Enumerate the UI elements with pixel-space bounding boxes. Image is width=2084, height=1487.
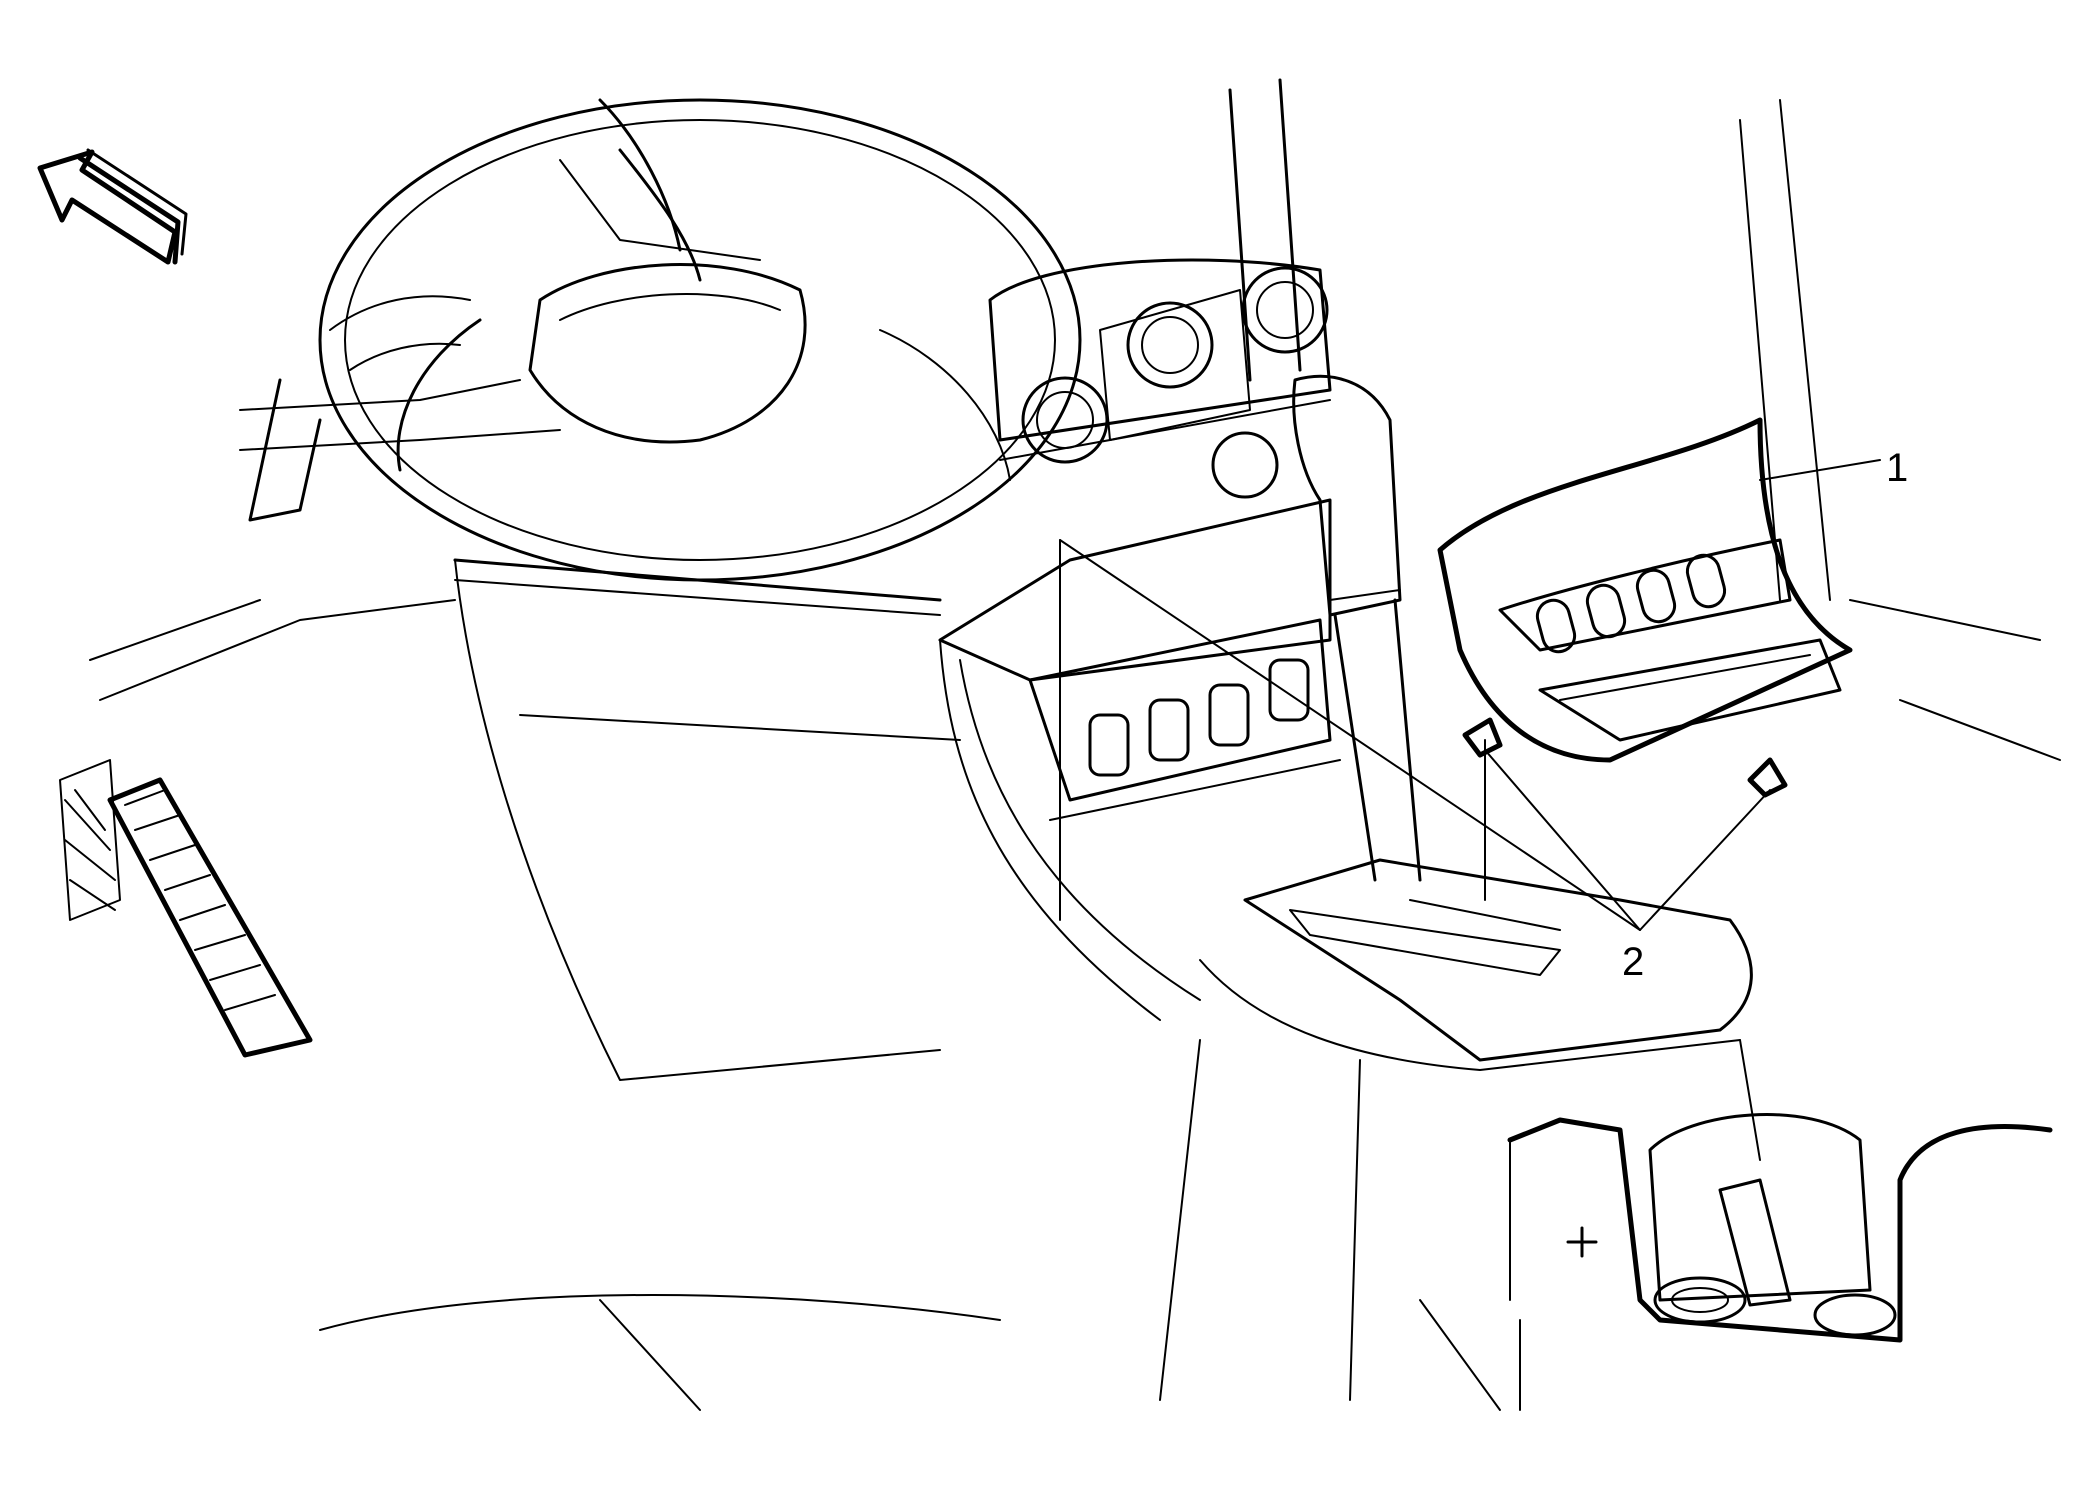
callout-label-1: 1 <box>1886 446 1909 490</box>
floor-lines <box>319 99 2061 1411</box>
forward-direction-arrow-icon <box>37 148 188 265</box>
steering-wheel <box>318 98 1082 582</box>
hvac-controls <box>1021 266 1329 499</box>
shift-console <box>1159 858 1761 1401</box>
center-stack <box>938 78 1332 1021</box>
accelerator-pedal <box>59 759 313 1058</box>
shift-lever <box>1292 374 1422 882</box>
callout-leaders <box>1059 459 1881 931</box>
plus-mark-icon <box>1566 1226 1598 1258</box>
left-dash-lines <box>239 295 942 616</box>
cup-holder <box>1507 1113 2053 1343</box>
knee-bolster <box>89 559 961 1081</box>
callout-label-2: 2 <box>1622 940 1645 984</box>
switch-bank <box>1028 618 1341 821</box>
